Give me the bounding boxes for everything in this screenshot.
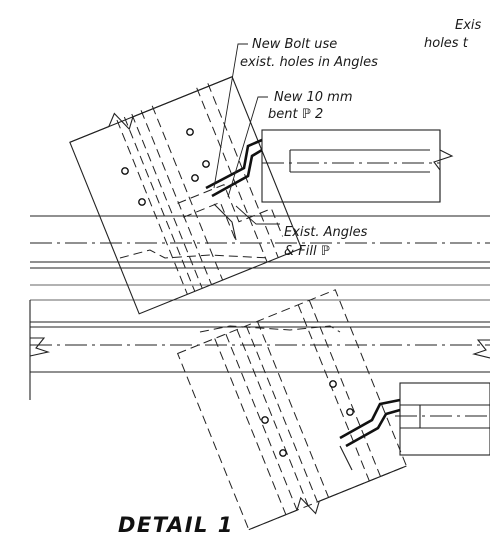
upper-diagonal-member [69,76,303,315]
leader-lines [213,43,280,225]
bolt-icon [261,416,269,424]
bolt-icon [121,167,129,175]
exist-angles-label-line2: & Fill ℙ [284,244,330,259]
existing-holes-label-bottom: holes t [424,36,469,51]
bolt-icon [186,128,194,136]
bolt-icon [202,160,210,168]
existing-holes-label-top: Exis [455,18,482,33]
new-plate-label-line1: New 10 mm [274,90,353,105]
horizontal-chord [29,215,490,400]
lower-right-member [395,382,490,456]
upper-right-member [261,129,454,203]
bolt-icon [191,174,199,182]
new-bent-plate-lower [339,398,401,471]
bolt-icon [279,449,287,457]
bolts-upper-member [121,128,210,206]
bolt-icon [138,198,146,206]
lower-diagonal-member [176,289,408,531]
new-plate-label-line2: bent ℙ 2 [268,107,323,122]
detail-title: DETAIL 1 [118,513,234,537]
exist-angles-label-line1: Exist. Angles [284,225,368,240]
new-bolt-label-line1: New Bolt use [252,37,337,52]
bolts-lower-member [261,380,354,457]
new-bolt-label-line2: exist. holes in Angles [240,55,378,70]
bolt-icon [346,408,354,416]
gusset-plate-hidden [119,249,341,333]
bolt-icon [329,380,337,388]
new-bent-plate-upper [205,138,263,241]
